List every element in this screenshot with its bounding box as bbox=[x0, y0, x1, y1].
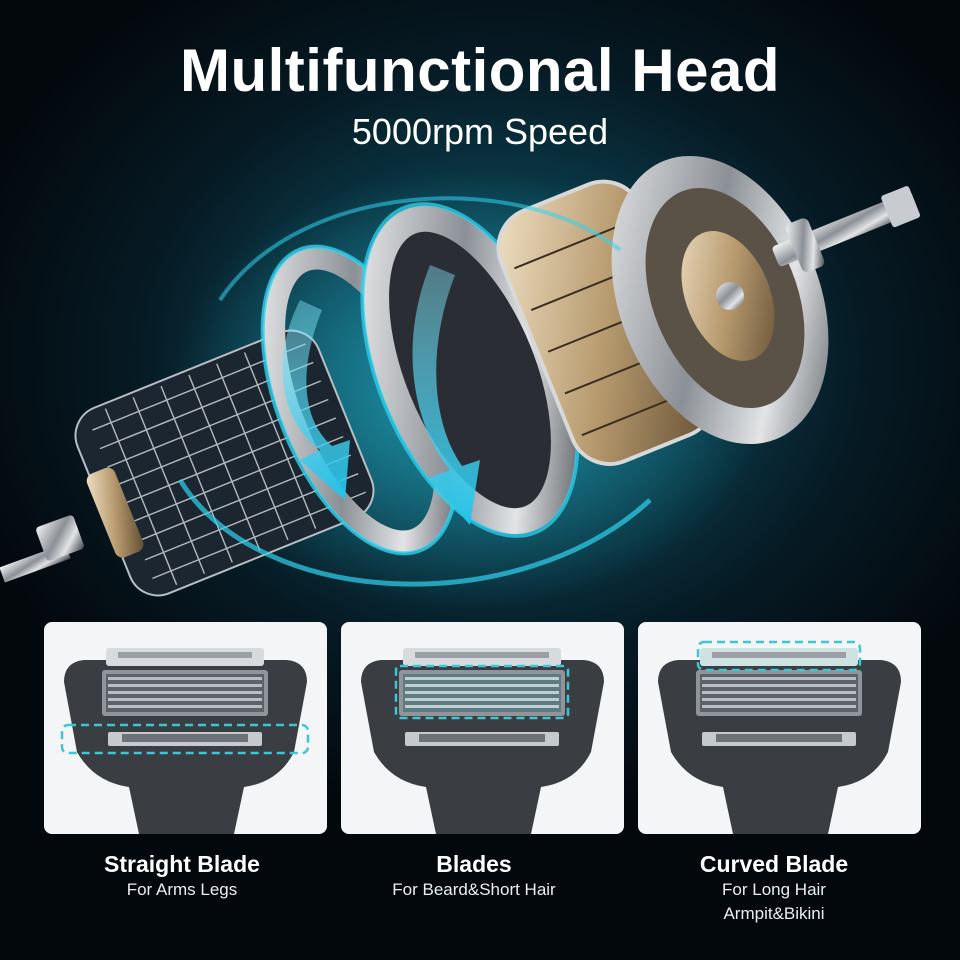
blade-title: Blades bbox=[436, 851, 512, 877]
blade-card-straight bbox=[44, 622, 327, 834]
motor-illustration bbox=[0, 155, 921, 610]
blade-desc: For Long Hair bbox=[722, 880, 826, 899]
blade-label-curved: Curved Blade For Long Hair Armpit&Bikini bbox=[624, 850, 924, 926]
subheadline: 5000rpm Speed bbox=[351, 111, 609, 152]
end-cap bbox=[611, 155, 829, 445]
blade-desc: For Beard&Short Hair bbox=[392, 880, 556, 899]
right-shaft bbox=[772, 186, 921, 272]
highlight-box bbox=[60, 723, 310, 755]
blade-title: Straight Blade bbox=[104, 851, 260, 877]
left-shaft bbox=[0, 515, 84, 583]
highlight-box bbox=[394, 664, 570, 720]
shaver-head-image bbox=[361, 648, 604, 834]
blade-card-curved bbox=[638, 622, 921, 834]
rotation-arrow-icon bbox=[282, 300, 350, 500]
blade-desc: Armpit&Bikini bbox=[723, 904, 825, 923]
blade-title: Curved Blade bbox=[699, 851, 849, 877]
blade-desc: For Arms Legs bbox=[126, 880, 238, 899]
rotation-arrow-icon bbox=[412, 265, 480, 525]
shaver-head-image bbox=[658, 640, 901, 834]
blade-label-straight: Straight Blade For Arms Legs bbox=[32, 850, 332, 902]
headline: Multifunctional Head bbox=[180, 37, 780, 104]
blade-label-foil: Blades For Beard&Short Hair bbox=[324, 850, 624, 902]
blade-card-foil bbox=[341, 622, 624, 834]
shaver-head-image bbox=[60, 648, 310, 834]
highlight-box bbox=[696, 640, 862, 672]
